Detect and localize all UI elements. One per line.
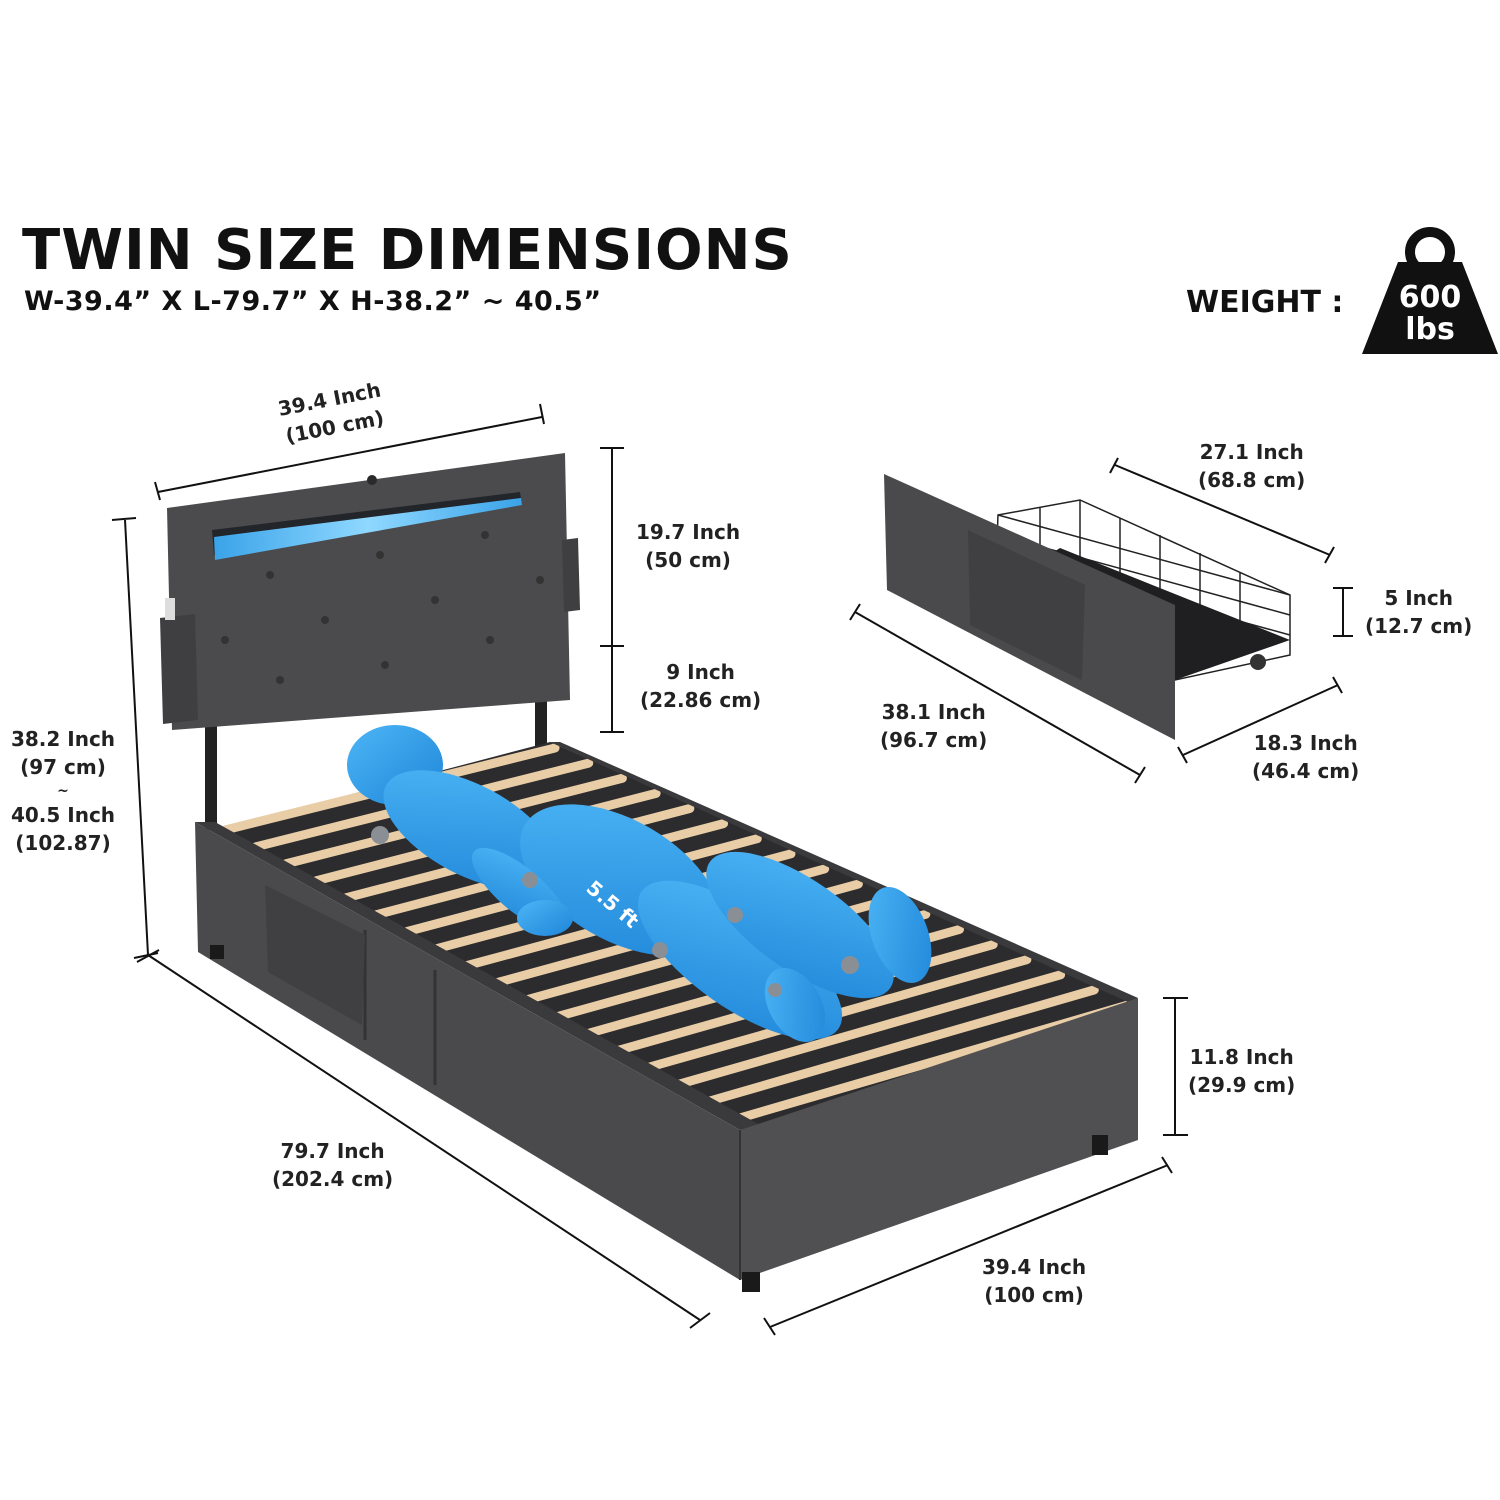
led-strip bbox=[214, 498, 522, 560]
total-height-inch-max: 40.5 Inch bbox=[10, 803, 116, 827]
bed-length-inch: 79.7 Inch bbox=[280, 1139, 385, 1163]
drawer-depth-inch: 18.3 Inch bbox=[1253, 731, 1358, 755]
total-height-label: 38.2 Inch (97 cm) ~ 40.5 Inch (102.87) bbox=[0, 725, 126, 857]
total-height-separator: ~ bbox=[57, 783, 69, 799]
frame-height-inch: 11.8 Inch bbox=[1189, 1045, 1294, 1069]
slat bbox=[705, 985, 1099, 1106]
usb-port bbox=[367, 475, 377, 485]
drawer-width-cm: (68.8 cm) bbox=[1198, 468, 1306, 492]
bed-width-inch: 39.4 Inch bbox=[982, 1255, 1087, 1279]
slat bbox=[674, 970, 1066, 1089]
drawer-height-cm: (12.7 cm) bbox=[1365, 614, 1473, 638]
dimension-lines bbox=[111, 403, 1353, 1336]
frame-height-label: 11.8 Inch (29.9 cm) bbox=[1188, 1043, 1295, 1099]
headboard bbox=[167, 453, 570, 730]
drawer-depth-label: 18.3 Inch (46.4 cm) bbox=[1252, 729, 1359, 785]
drawer-length-label: 38.1 Inch (96.7 cm) bbox=[880, 698, 987, 754]
bed-width-cm: (100 cm) bbox=[984, 1283, 1084, 1307]
leg-height-cm: (22.86 cm) bbox=[640, 688, 762, 712]
bed-width-label: 39.4 Inch (100 cm) bbox=[982, 1253, 1086, 1309]
drawer-length-cm: (96.7 cm) bbox=[880, 728, 988, 752]
weight-unit: lbs bbox=[1405, 312, 1455, 347]
weight-value-block: 600 lbs bbox=[1362, 282, 1498, 346]
drawer-width-label: 27.1 Inch (68.8 cm) bbox=[1198, 438, 1305, 494]
drawer-length-inch: 38.1 Inch bbox=[881, 700, 986, 724]
drawer-height-inch: 5 Inch bbox=[1384, 586, 1453, 610]
page-title: TWIN SIZE DIMENSIONS bbox=[22, 218, 793, 283]
headboard-height-inch: 19.7 Inch bbox=[636, 520, 741, 544]
drawer-depth-cm: (46.4 cm) bbox=[1252, 759, 1360, 783]
bed-length-cm: (202.4 cm) bbox=[272, 1167, 394, 1191]
total-height-cm-max: (102.87) bbox=[15, 831, 111, 855]
leg-height-label: 9 Inch (22.86 cm) bbox=[640, 658, 761, 714]
drawer-height-label: 5 Inch (12.7 cm) bbox=[1365, 584, 1472, 640]
total-height-cm: (97 cm) bbox=[20, 755, 106, 779]
weight-label: WEIGHT : bbox=[1186, 285, 1344, 320]
leg-height-inch: 9 Inch bbox=[666, 660, 735, 684]
drawer-width-inch: 27.1 Inch bbox=[1199, 440, 1304, 464]
mannequin-figure bbox=[347, 725, 932, 1042]
frame-height-cm: (29.9 cm) bbox=[1188, 1073, 1296, 1097]
foot-rail bbox=[740, 998, 1138, 1280]
headboard-height-cm: (50 cm) bbox=[645, 548, 731, 572]
bed-length-label: 79.7 Inch (202.4 cm) bbox=[272, 1137, 393, 1193]
weight-value: 600 bbox=[1398, 280, 1462, 315]
weight-icon bbox=[1362, 227, 1498, 354]
drawer-illustration bbox=[884, 474, 1291, 740]
headboard-height-label: 19.7 Inch (50 cm) bbox=[636, 518, 740, 574]
total-height-inch: 38.2 Inch bbox=[10, 727, 116, 751]
page-subtitle: W-39.4” X L-79.7” X H-38.2” ~ 40.5” bbox=[24, 286, 602, 317]
